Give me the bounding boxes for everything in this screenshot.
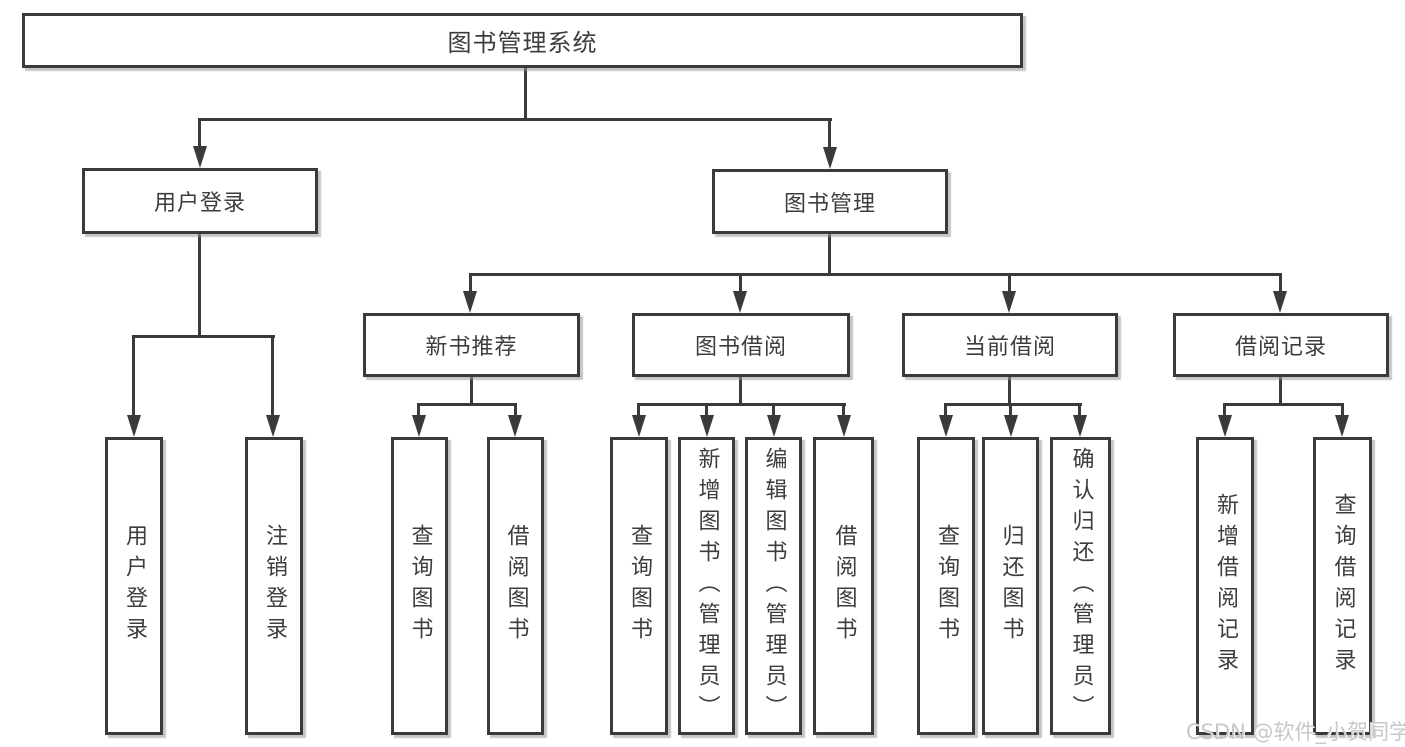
node-book-management: 图书管理 [712,169,948,234]
node-label: 图书借阅 [694,335,787,360]
node-library-management-system: 图书管理系统 [22,13,1023,68]
node-label: 归还图书 [998,524,1024,648]
node-label: 新增图书（管理员） [694,446,720,726]
arrow-down-icon [1004,415,1018,437]
leaf-borrow-books: 借阅图书 [813,437,874,735]
arrow-down-icon [193,146,207,168]
connector-line [944,406,947,418]
node-label: 用户登录 [122,524,147,648]
arrow-down-icon [700,415,714,437]
connector-line [469,273,1282,276]
node-label: 图书管理 [783,191,876,217]
connector-line [637,403,846,406]
connector-line [514,406,517,418]
node-label: 查询图书 [407,524,433,648]
arrow-down-icon [823,147,837,169]
arrow-down-icon [837,415,851,437]
arrow-down-icon [266,415,280,437]
leaf-query-books: 查询图书 [917,437,975,735]
node-label: 查询借阅记录 [1330,493,1356,679]
arrow-down-icon [1002,291,1016,313]
connector-line [1223,403,1344,406]
arrow-down-icon [733,291,747,313]
arrow-down-icon [127,415,141,437]
connector-line [417,403,517,406]
connector-line [417,406,420,418]
leaf-confirm-return-admin: 确认归还（管理员） [1050,437,1111,735]
connector-line [1009,406,1012,418]
connector-line [470,377,473,406]
node-label: 借阅图书 [503,524,529,648]
leaf-edit-books-admin: 编辑图书（管理员） [745,437,802,735]
node-label: 用户登录 [153,191,246,216]
connector-line [637,406,640,418]
node-label: 图书管理系统 [447,29,598,57]
node-current-borrowing: 当前借阅 [902,313,1118,377]
connector-line [524,68,527,121]
leaf-logout: 注销登录 [245,437,303,735]
node-label: 查询图书 [934,524,959,648]
connector-line [132,335,275,338]
connector-line [198,118,832,121]
node-book-borrowing: 图书借阅 [632,313,850,377]
node-label: 新增借阅记录 [1213,493,1238,679]
node-label: 注销登录 [262,524,287,648]
node-label: 确认归还（管理员） [1068,446,1094,726]
arrow-down-icon [412,415,426,437]
node-borrowing-records: 借阅记录 [1173,313,1389,377]
leaf-return-books: 归还图书 [982,437,1039,735]
leaf-add-borrow-record: 新增借阅记录 [1196,437,1254,735]
node-label: 借阅图书 [831,524,857,648]
connector-line [828,121,831,149]
arrow-down-icon [508,415,522,437]
connector-line [772,406,775,418]
connector-line [1078,406,1081,418]
node-new-book-recommendation: 新书推荐 [363,313,580,377]
arrow-down-icon [1073,415,1087,437]
leaf-query-books: 查询图书 [391,437,448,735]
connector-line [132,338,135,417]
connector-line [271,338,274,417]
arrow-down-icon [767,415,781,437]
node-label: 当前借阅 [963,335,1056,360]
connector-line [1341,406,1344,418]
node-label: 查询图书 [627,524,652,648]
connector-line [705,406,708,418]
connector-line [944,403,1082,406]
node-user-login: 用户登录 [82,168,318,234]
node-label: 新书推荐 [425,335,518,360]
node-label: 编辑图书（管理员） [761,446,787,726]
leaf-query-borrow-record: 查询借阅记录 [1313,437,1372,735]
connector-line [739,276,742,294]
connector-line [1008,276,1011,294]
arrow-down-icon [632,415,646,437]
connector-line [842,406,845,418]
leaf-add-books-admin: 新增图书（管理员） [678,437,735,735]
leaf-borrow-books: 借阅图书 [487,437,544,735]
leaf-query-books: 查询图书 [610,437,668,735]
arrow-down-icon [1335,415,1349,437]
arrow-down-icon [939,415,953,437]
connector-line [1279,276,1282,294]
connector-line [828,234,831,276]
connector-line [1279,377,1282,406]
leaf-user-login: 用户登录 [105,437,163,735]
node-label: 借阅记录 [1234,335,1327,360]
connector-line [198,121,201,148]
connector-line [1008,377,1011,406]
connector-line [739,377,742,406]
arrow-down-icon [1273,291,1287,313]
connector-line [1223,406,1226,418]
arrow-down-icon [463,291,477,313]
connector-line [469,276,472,294]
csdn-watermark: CSDN @软件_小贺同学 [1186,720,1405,744]
connector-line [198,234,201,338]
arrow-down-icon [1218,415,1232,437]
